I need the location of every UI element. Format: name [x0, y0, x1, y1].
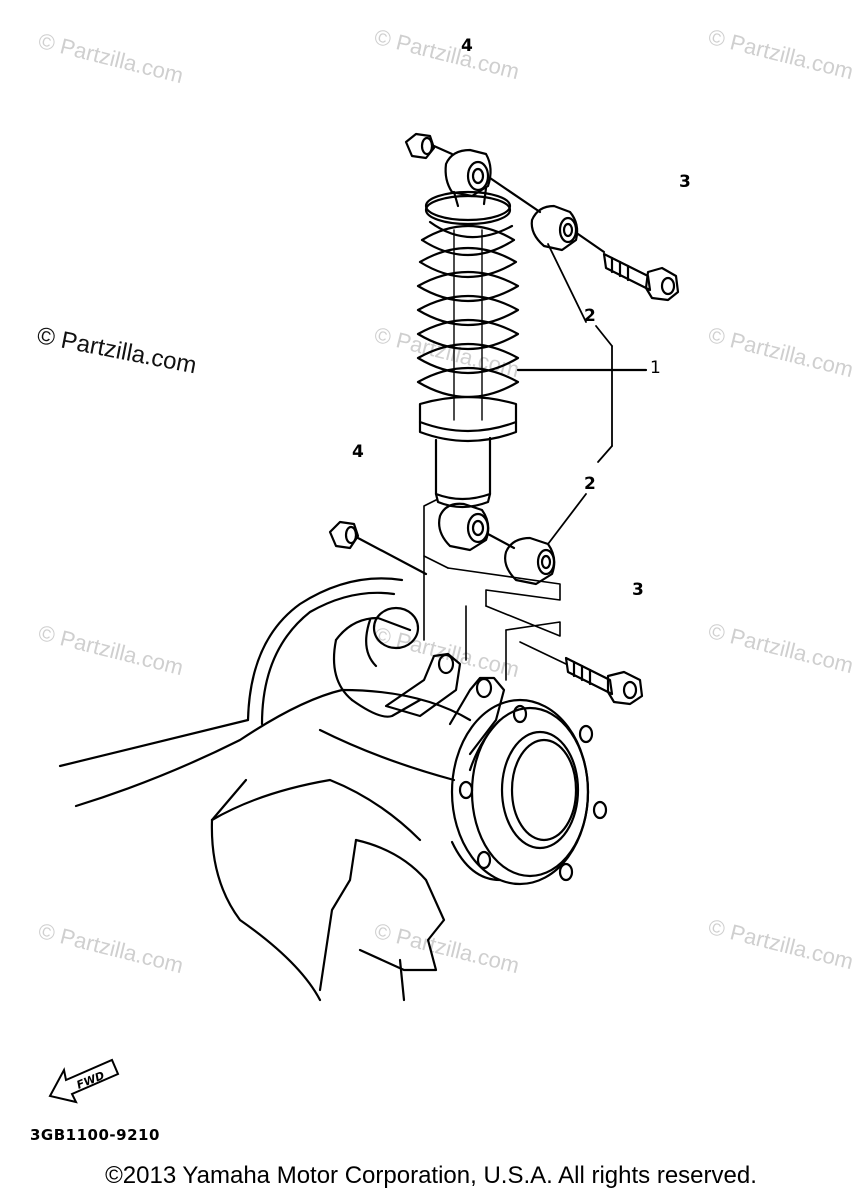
copyright-notice: ©2013 Yamaha Motor Corporation, U.S.A. A…	[105, 1162, 757, 1189]
shock-top-eye	[444, 148, 492, 208]
wheel-hub	[450, 698, 608, 886]
diagram-code: 3GB1100-9210	[30, 1126, 160, 1144]
callout-1: 1	[650, 358, 661, 378]
bolt-top	[602, 252, 680, 302]
nut-bottom	[328, 520, 360, 550]
guide-lines	[423, 499, 567, 681]
shock-absorber	[416, 190, 520, 509]
shock-bottom-eye	[438, 502, 490, 552]
leader-line	[432, 144, 454, 156]
callout-4-top: 4	[461, 36, 473, 56]
nut-top	[404, 132, 436, 160]
collar-top	[530, 204, 579, 252]
collar-bottom	[504, 536, 556, 586]
bolt-bottom	[564, 656, 644, 706]
rear-axle-housing	[58, 577, 506, 1002]
callout-4-bottom: 4	[352, 442, 364, 462]
fwd-label: FWD	[75, 1069, 107, 1092]
callout-2-bottom: 2	[584, 474, 596, 494]
forward-arrow-icon: FWD	[48, 1058, 120, 1104]
callout-3-top: 3	[679, 172, 691, 192]
callout-2-top: 2	[584, 306, 596, 326]
callout-3-bottom: 3	[632, 580, 644, 600]
callout-bracket-2	[547, 243, 613, 545]
